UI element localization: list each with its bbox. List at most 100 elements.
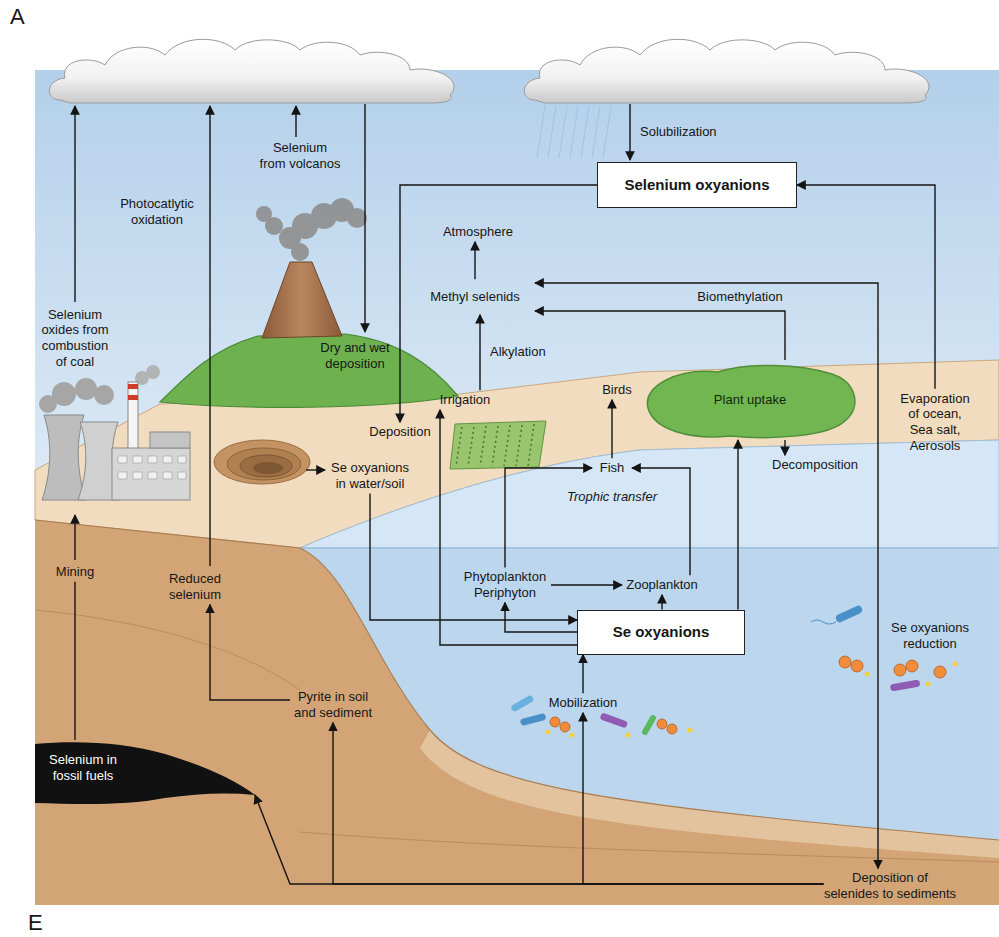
pit-ring bbox=[240, 455, 292, 477]
flow-node: Deposition of selenides to sediments bbox=[824, 868, 957, 903]
field-patch bbox=[450, 421, 546, 469]
node-text: Decomposition bbox=[767, 457, 863, 473]
selenium-particle bbox=[953, 662, 958, 667]
flow-node: Pyrite in soil and sediment bbox=[290, 687, 376, 722]
process-label: Dry and wet deposition bbox=[315, 340, 395, 371]
flow-arrow bbox=[440, 410, 577, 645]
flow-arrow bbox=[629, 104, 630, 160]
node-text: Se oxyanions bbox=[613, 623, 710, 641]
flow-node: Zooplankton bbox=[622, 575, 702, 595]
node-text: Atmosphere bbox=[433, 224, 523, 240]
sky bbox=[35, 70, 999, 560]
flow-arrow bbox=[474, 242, 475, 279]
flow-node: Fish bbox=[592, 458, 632, 478]
flow-arrow bbox=[479, 315, 480, 390]
clouds bbox=[49, 39, 929, 103]
bacterium bbox=[510, 694, 534, 712]
flow-arrow bbox=[611, 400, 612, 458]
bacterium-cell bbox=[657, 719, 667, 729]
node-text: Mobilization bbox=[541, 695, 625, 711]
process-label: Trophic transfer bbox=[557, 489, 667, 505]
seabed-line bbox=[300, 548, 999, 840]
process-box: Se oxyanions bbox=[577, 610, 745, 655]
pit-ring bbox=[214, 440, 310, 484]
smoke-puff bbox=[347, 208, 367, 228]
power-plant bbox=[39, 365, 190, 500]
flow-arrow bbox=[295, 106, 296, 137]
green-mountain bbox=[160, 334, 458, 407]
flow-arrow bbox=[306, 469, 325, 470]
pit-bottom bbox=[253, 462, 283, 474]
node-text: Pyrite in soil and sediment bbox=[290, 689, 376, 720]
flow-arrow bbox=[797, 185, 935, 389]
smoke-puff bbox=[146, 365, 160, 379]
flow-arrow bbox=[535, 283, 878, 868]
node-text: Fish bbox=[592, 460, 632, 476]
flow-arrow bbox=[370, 494, 577, 620]
flow-arrow bbox=[255, 795, 824, 884]
process-box: Selenium oxyanions bbox=[597, 162, 797, 208]
node-text: Mining bbox=[45, 564, 105, 580]
process-label: Se oxyanions reduction bbox=[888, 620, 972, 651]
flow-arrow bbox=[661, 595, 662, 610]
bacterium bbox=[835, 604, 864, 623]
fossil-outline bbox=[35, 742, 255, 804]
node-text: Selenium oxyanions bbox=[624, 176, 769, 194]
flow-node: Reduced selenium bbox=[162, 569, 228, 604]
flow-arrow bbox=[209, 106, 210, 566]
flow-node: Atmosphere bbox=[433, 222, 523, 242]
smoke-puff bbox=[75, 378, 97, 400]
flagellum bbox=[811, 620, 836, 624]
flow-arrow bbox=[784, 440, 785, 455]
selenium-particle bbox=[926, 682, 931, 687]
flow-arrow bbox=[364, 104, 365, 332]
smoke-puff bbox=[94, 385, 114, 405]
bacterium bbox=[599, 712, 628, 728]
bacterium bbox=[890, 679, 921, 691]
bacterium-cell bbox=[550, 717, 560, 727]
flow-node: Se oxyanions in water/soil bbox=[328, 458, 412, 493]
node-text: Selenium in fossil fuels bbox=[43, 752, 123, 783]
flow-arrow bbox=[74, 106, 75, 302]
flow-node: Mining bbox=[45, 562, 105, 582]
volcano-smoke bbox=[256, 198, 367, 261]
flow-node: Birds bbox=[592, 380, 642, 400]
flow-node: Phytoplankton Periphyton bbox=[459, 567, 551, 602]
ocean-edge bbox=[300, 547, 999, 548]
ground-section bbox=[35, 520, 999, 905]
node-text: Methyl selenids bbox=[415, 289, 535, 305]
source-label: Selenium oxides from combustion of coal bbox=[38, 307, 112, 369]
bacterium bbox=[641, 714, 657, 736]
process-label: Solubilization bbox=[640, 124, 740, 140]
selenium-particle bbox=[570, 733, 575, 738]
vegetation-area: Plant uptake bbox=[640, 360, 860, 440]
flow-arrow bbox=[400, 185, 597, 422]
flow-arrow bbox=[632, 468, 690, 575]
smoke-puff bbox=[256, 206, 272, 222]
flow-lines bbox=[75, 104, 630, 566]
selenium-particle bbox=[546, 730, 551, 735]
vegetation-outline bbox=[647, 365, 855, 437]
ocean-surface bbox=[300, 440, 999, 548]
node-text: Se oxyanions in water/soil bbox=[328, 460, 412, 491]
crop-rows bbox=[456, 424, 534, 466]
flow-node: Irrigation bbox=[433, 390, 497, 410]
source-label: Selenium from volcanos bbox=[259, 140, 341, 171]
node-text: Zooplankton bbox=[622, 577, 702, 593]
cloud bbox=[524, 39, 929, 103]
panel-letter: A bbox=[10, 4, 40, 30]
bacterium-cell bbox=[906, 660, 918, 672]
chimney-stripe bbox=[128, 395, 138, 400]
flow-arrow bbox=[505, 468, 592, 567]
rain bbox=[537, 106, 611, 158]
crop-field bbox=[450, 421, 546, 469]
flow-arrow bbox=[210, 605, 290, 700]
cloud bbox=[49, 39, 454, 103]
chimney-stripe bbox=[128, 384, 138, 389]
node-text: Deposition of selenides to sediments bbox=[824, 870, 957, 901]
mine-pit bbox=[214, 440, 310, 484]
flow-node: Mobilization bbox=[541, 693, 625, 713]
flow-arrow bbox=[74, 582, 75, 740]
flow-node: Methyl selenids bbox=[415, 279, 535, 315]
